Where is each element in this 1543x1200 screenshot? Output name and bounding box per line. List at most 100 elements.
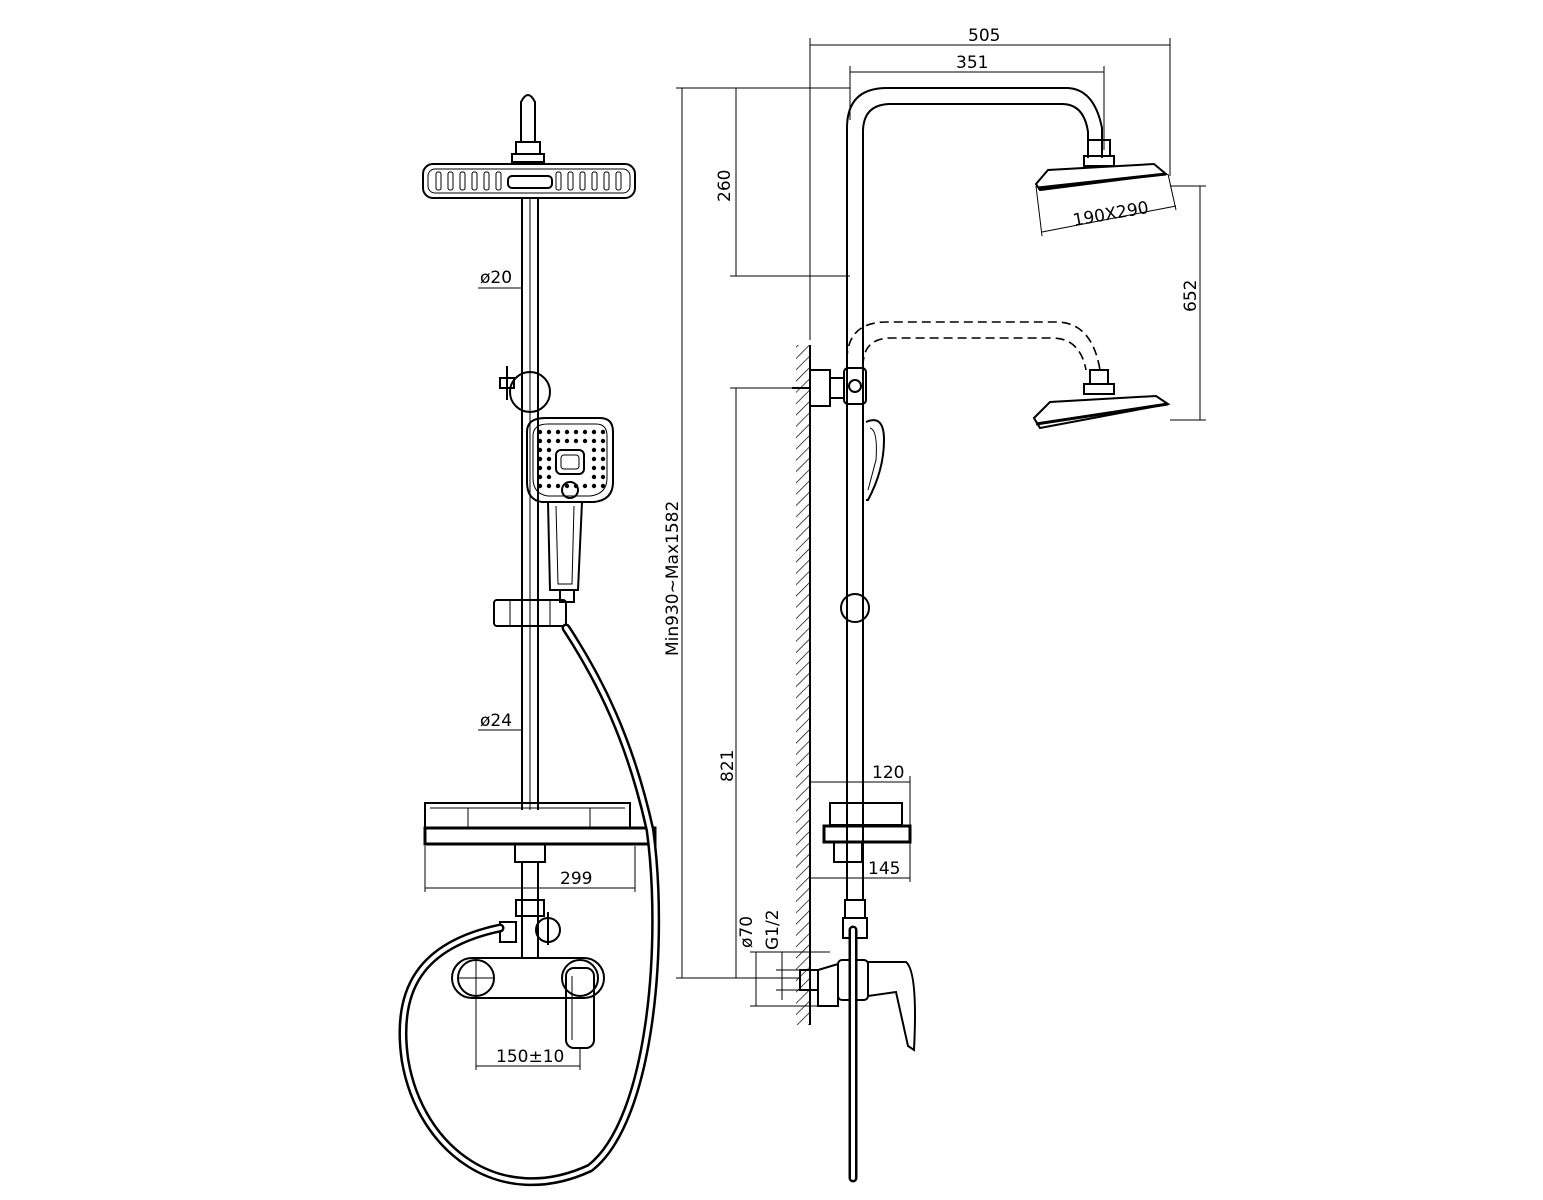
spray-nozzle <box>537 465 543 471</box>
top-connector <box>515 141 541 155</box>
spray-nozzle <box>537 438 543 444</box>
spray-nozzle <box>546 438 552 444</box>
hand-shower-side <box>840 419 886 623</box>
spray-nozzle <box>582 429 588 435</box>
dim-shelf-depth: 120 <box>809 763 911 826</box>
head-slot <box>567 171 574 191</box>
top-nut <box>511 153 545 163</box>
spray-nozzle <box>591 483 597 489</box>
shelf-side <box>822 802 912 863</box>
slider-clamp <box>493 589 575 627</box>
head-slot <box>603 171 610 191</box>
dim-bar-upper-label: ø20 <box>480 268 512 288</box>
dim-total-height: Min930~Max1582 <box>663 87 800 979</box>
spray-nozzle <box>591 438 597 444</box>
dim-mixer-spacing-label: 150±10 <box>496 1047 564 1067</box>
shower-hose-front <box>398 623 661 1187</box>
dim-total-height-label: Min930~Max1582 <box>663 501 683 656</box>
spray-nozzle <box>546 465 552 471</box>
spray-nozzle <box>600 447 606 453</box>
spray-nozzle <box>555 438 561 444</box>
dim-shelf-offset-label: 145 <box>868 859 900 879</box>
head-slot <box>495 171 502 191</box>
dim-holder-height: 821 <box>718 387 796 978</box>
spray-nozzle <box>591 474 597 480</box>
dim-thread: G1/2 <box>763 909 800 1000</box>
spray-nozzle <box>582 438 588 444</box>
front-view: ø20 ø24 <box>398 94 661 1187</box>
spray-nozzle <box>600 465 606 471</box>
spray-nozzle <box>591 447 597 453</box>
head-slot <box>459 171 466 191</box>
spray-nozzle <box>564 438 570 444</box>
spray-nozzle <box>537 456 543 462</box>
dim-shelf-offset: 145 <box>810 842 911 882</box>
head-slot <box>579 171 586 191</box>
head-slot <box>555 171 562 191</box>
dim-top-drop-label: 260 <box>715 170 735 202</box>
dim-head-height-adjust: 652 <box>1170 185 1206 421</box>
dim-head-size-label: 190X290 <box>1071 198 1150 231</box>
spray-nozzle <box>555 429 561 435</box>
spray-nozzle <box>591 456 597 462</box>
overhead-arm-raised <box>846 87 1169 392</box>
mixer-front <box>451 957 605 1049</box>
head-slot <box>591 171 598 191</box>
spray-nozzle <box>573 429 579 435</box>
spray-nozzle <box>546 474 552 480</box>
spray-nozzle <box>600 429 606 435</box>
spray-nozzle <box>600 438 606 444</box>
spray-nozzle <box>564 429 570 435</box>
dim-holder-height-label: 821 <box>718 750 738 782</box>
wall-bracket-front <box>499 366 551 413</box>
spray-nozzle <box>537 429 543 435</box>
spray-nozzle <box>537 474 543 480</box>
dim-bar-lower: ø24 <box>478 711 522 731</box>
dim-flange-diameter-label: ø70 <box>737 916 757 948</box>
head-slot <box>447 171 454 191</box>
side-view: 505 351 260 190X290 652 <box>663 26 1206 1183</box>
head-slot <box>615 171 622 191</box>
head-slot <box>471 171 478 191</box>
slide-bar-side <box>846 392 864 900</box>
spray-nozzle <box>600 483 606 489</box>
spray-nozzle <box>582 483 588 489</box>
dim-flange-diameter: ø70 <box>737 916 830 1007</box>
dim-thread-label: G1/2 <box>763 909 783 950</box>
spray-nozzle <box>600 474 606 480</box>
dim-mixer-spacing: 150±10 <box>475 998 581 1070</box>
spray-nozzle <box>600 456 606 462</box>
wall <box>796 345 811 1025</box>
dim-bar-lower-label: ø24 <box>480 711 512 731</box>
head-slot <box>483 171 490 191</box>
hand-shower-front <box>526 417 614 591</box>
spray-nozzle <box>546 429 552 435</box>
dim-top-drop: 260 <box>715 87 850 277</box>
shelf-front <box>423 802 657 863</box>
spray-nozzle <box>564 483 570 489</box>
spray-nozzle <box>573 438 579 444</box>
dim-total-width-label: 505 <box>968 26 1000 46</box>
head-slot <box>435 171 442 191</box>
overhead-arm-lowered <box>846 321 1171 430</box>
dim-shelf-width: 299 <box>424 846 636 892</box>
dim-head-reach: 351 <box>849 53 1105 150</box>
rain-shower-head-front <box>422 163 636 199</box>
top-pipe-stub <box>520 94 536 142</box>
spray-nozzle <box>546 483 552 489</box>
spray-nozzle <box>591 429 597 435</box>
slide-bar <box>521 198 539 810</box>
dim-shelf-depth-label: 120 <box>872 763 904 783</box>
diverter-front <box>499 862 561 958</box>
spray-nozzle <box>546 447 552 453</box>
spray-nozzle <box>546 456 552 462</box>
dim-head-size: 190X290 <box>1035 173 1177 237</box>
dim-shelf-width-label: 299 <box>560 869 592 889</box>
dim-bar-upper: ø20 <box>478 268 522 289</box>
spray-nozzle <box>537 483 543 489</box>
dim-head-height-adjust-label: 652 <box>1181 280 1201 312</box>
spray-nozzle <box>591 465 597 471</box>
spray-nozzle <box>555 483 561 489</box>
spray-nozzle <box>537 447 543 453</box>
